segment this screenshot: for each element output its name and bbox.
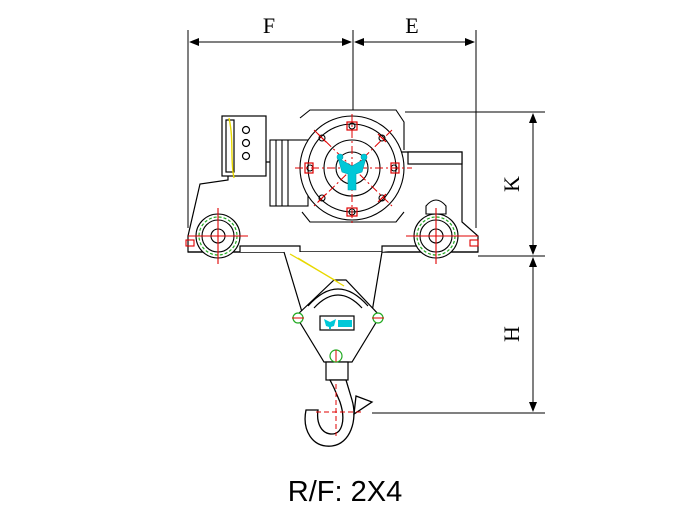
block-pin-marks <box>292 317 384 362</box>
dimension-lines <box>187 30 545 414</box>
power-cable <box>228 117 235 179</box>
hook-centerlines <box>316 384 362 436</box>
wheel-centerlines <box>185 208 479 264</box>
hook <box>304 379 374 447</box>
drawing-caption: R/F: 2X4 <box>287 476 403 508</box>
nameplate-logo-icon <box>324 319 352 329</box>
dimension-h-label: H <box>499 326 524 342</box>
dimension-f-label: F <box>263 13 275 38</box>
dimension-e-label: E <box>405 13 418 38</box>
dimension-k-label: K <box>499 176 524 192</box>
brand-logo-icon <box>336 153 368 191</box>
hoist-rope <box>289 253 345 287</box>
drum-red-marks <box>304 121 400 217</box>
